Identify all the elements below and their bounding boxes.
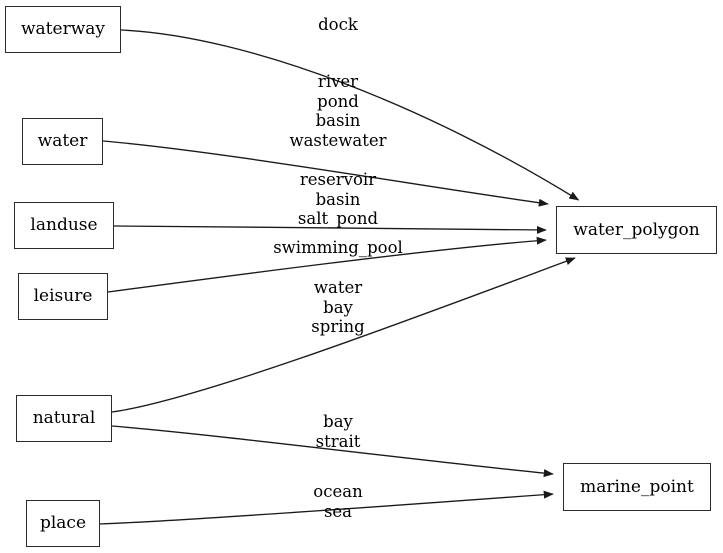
edge-place-marine_point bbox=[99, 490, 554, 525]
node-marine_point[interactable]: marine_point bbox=[563, 463, 711, 511]
edge-label-natural-water_polygon: water bay spring bbox=[311, 278, 365, 336]
node-label: water_polygon bbox=[573, 219, 700, 240]
edge-water-water_polygon bbox=[102, 140, 549, 207]
edge-label-leisure-water_polygon: swimming_pool bbox=[273, 238, 403, 257]
edge-label-waterway-water_polygon: dock bbox=[318, 15, 358, 34]
edge-label-place-marine_point: ocean sea bbox=[313, 482, 363, 521]
node-label: marine_point bbox=[580, 476, 694, 497]
node-landuse[interactable]: landuse bbox=[14, 202, 114, 249]
edge-leisure-water_polygon bbox=[107, 236, 547, 293]
node-label: landuse bbox=[30, 215, 98, 235]
node-label: waterway bbox=[21, 19, 105, 39]
edge-label-natural-marine_point: bay strait bbox=[315, 412, 361, 451]
node-label: place bbox=[39, 513, 87, 533]
node-place[interactable]: place bbox=[26, 500, 100, 547]
edge-landuse-water_polygon bbox=[113, 225, 547, 234]
node-label: leisure bbox=[33, 286, 93, 306]
node-label: water bbox=[37, 131, 88, 151]
edge-natural-marine_point bbox=[111, 425, 554, 478]
edge-label-water-water_polygon: river pond basin wastewater bbox=[289, 72, 387, 150]
edge-natural-water_polygon bbox=[111, 257, 576, 413]
node-label: natural bbox=[32, 408, 96, 428]
node-water_polygon[interactable]: water_polygon bbox=[556, 206, 717, 254]
node-waterway[interactable]: waterway bbox=[5, 6, 121, 53]
edge-label-landuse-water_polygon: reservoir basin salt_pond bbox=[297, 170, 379, 228]
node-water[interactable]: water bbox=[22, 118, 103, 165]
node-natural[interactable]: natural bbox=[16, 395, 112, 442]
node-leisure[interactable]: leisure bbox=[18, 273, 108, 320]
edge-waterway-water_polygon bbox=[120, 29, 580, 201]
